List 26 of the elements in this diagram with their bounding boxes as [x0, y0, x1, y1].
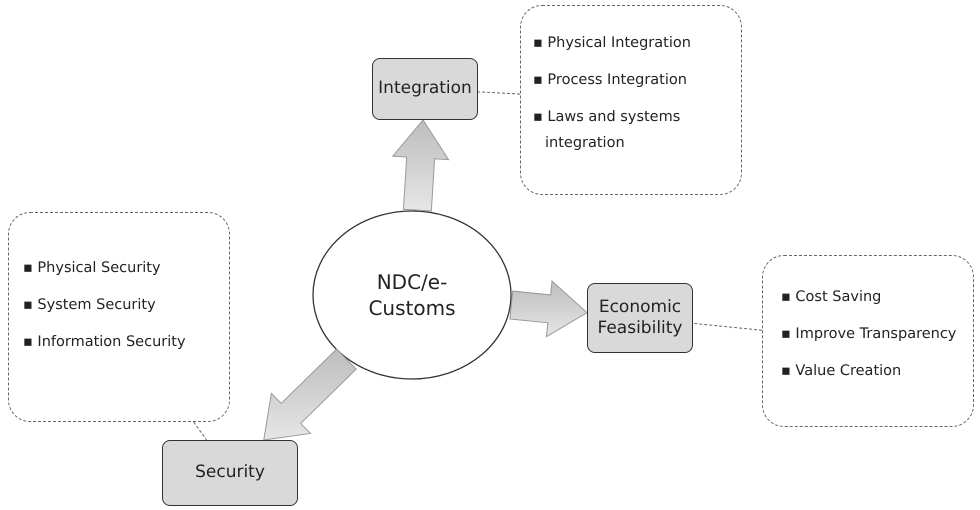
bullet-item: ▪ Information Security	[23, 332, 186, 352]
callout-bubble	[520, 5, 742, 195]
node-label: Economic Feasibility	[596, 296, 684, 340]
callout-tail	[478, 91, 520, 95]
process-box	[372, 58, 478, 120]
bullet-item: ▪ System Security	[23, 296, 156, 315]
block-arrow	[263, 348, 357, 441]
ellipse-node	[312, 210, 512, 380]
callout-bubble	[762, 255, 974, 427]
callout-tail	[692, 322, 762, 331]
bullet-item: ▪ Process Integration	[533, 70, 687, 90]
bullet-item: ▪ Value Creation	[781, 362, 902, 381]
callout-tail	[193, 422, 208, 440]
bullet-item: ▪ Laws and systems integration	[533, 108, 682, 154]
bullet-item: ▪ Cost Saving	[781, 288, 882, 307]
process-box	[162, 440, 298, 506]
node-label: Security	[195, 462, 265, 484]
bullet-item: ▪ Improve Transparency	[781, 324, 956, 344]
block-arrow	[392, 119, 450, 212]
bullet-item: ▪ Physical Integration	[533, 34, 691, 53]
node-label: NDC/e-Customs	[367, 269, 457, 321]
node-label: Integration	[378, 78, 472, 100]
callout-bubble	[8, 212, 230, 422]
process-box	[587, 283, 693, 353]
block-arrow	[509, 280, 588, 338]
bullet-item: ▪ Physical Security	[23, 259, 161, 278]
